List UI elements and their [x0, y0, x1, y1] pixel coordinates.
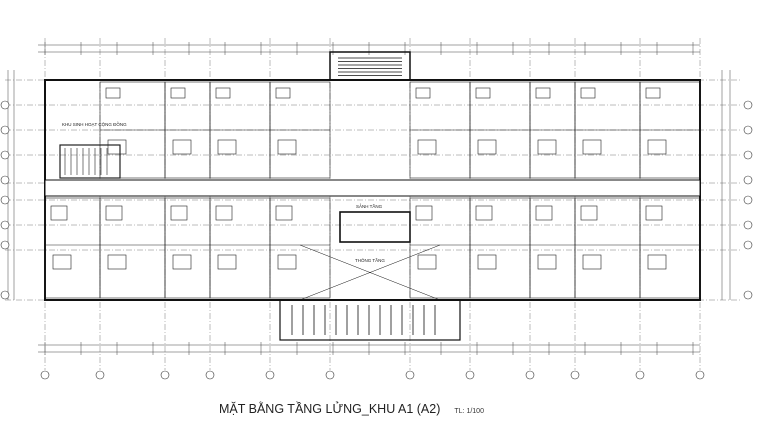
grid-bubble	[635, 370, 645, 380]
room-bottom	[44, 197, 101, 299]
furniture	[475, 87, 491, 99]
corridor	[44, 179, 701, 197]
grid-bubble	[465, 370, 475, 380]
furniture	[277, 254, 297, 270]
grid-bubble	[0, 100, 10, 110]
room-bottom	[209, 197, 271, 299]
label-void: THÔNG TẦNG	[355, 257, 385, 263]
furniture	[535, 205, 553, 221]
grid-bubble	[0, 125, 10, 135]
furniture	[535, 87, 551, 99]
drawing-caption: MẶT BẰNG TẦNG LỬNG_KHU A1 (A2) TL: 1/100	[219, 402, 484, 416]
grid-bubble	[40, 370, 50, 380]
furniture	[582, 139, 602, 155]
room-bottom	[574, 197, 641, 299]
furniture	[537, 139, 557, 155]
grid-bubble	[0, 175, 10, 185]
walls	[44, 51, 701, 341]
furniture	[645, 205, 663, 221]
furniture	[275, 87, 291, 99]
grid-bubble	[695, 370, 705, 380]
furniture	[417, 139, 437, 155]
furniture	[477, 139, 497, 155]
grid-bubbles	[0, 100, 753, 380]
grid-bubble	[570, 370, 580, 380]
furniture	[275, 205, 293, 221]
furniture	[172, 139, 192, 155]
label-floor-lobby: SẢNH TẦNG	[356, 203, 383, 209]
furniture	[52, 254, 72, 270]
top-stair-projection	[329, 51, 411, 81]
furniture	[475, 205, 493, 221]
label-community-area: KHU SINH HOẠT CỘNG ĐỒNG	[62, 121, 127, 127]
furniture	[215, 87, 231, 99]
furniture	[170, 87, 186, 99]
room-bottom	[269, 197, 331, 299]
furniture	[537, 254, 557, 270]
bottom-entrance-projection	[279, 299, 461, 341]
room-bottom	[529, 197, 576, 299]
dimension-lines	[7, 42, 731, 355]
community-stair	[59, 144, 121, 179]
grid-bubble	[743, 125, 753, 135]
furniture	[105, 87, 121, 99]
drawing-scale: TL: 1/100	[454, 408, 484, 415]
furniture	[215, 205, 233, 221]
furniture	[105, 205, 123, 221]
grid-bubble	[205, 370, 215, 380]
grid-bubble	[743, 175, 753, 185]
furniture	[172, 254, 192, 270]
room-bottom	[99, 197, 166, 299]
grid-bubble	[743, 220, 753, 230]
grid-bubble	[405, 370, 415, 380]
furniture	[277, 139, 297, 155]
grid-bubble	[95, 370, 105, 380]
furniture	[217, 139, 237, 155]
furniture	[647, 254, 667, 270]
furniture	[217, 254, 237, 270]
furniture	[582, 254, 602, 270]
grid-bubble	[160, 370, 170, 380]
grid-bubble	[0, 150, 10, 160]
grid-bubble	[743, 100, 753, 110]
grid-bubble	[743, 290, 753, 300]
furniture	[580, 87, 596, 99]
furniture	[107, 139, 127, 155]
furniture	[580, 205, 598, 221]
furniture	[417, 254, 437, 270]
core-elevator-stair	[339, 211, 411, 243]
furniture	[647, 139, 667, 155]
room-bottom	[469, 197, 531, 299]
furniture	[50, 205, 68, 221]
grid-bubble	[265, 370, 275, 380]
furniture	[170, 205, 188, 221]
grid-bubble	[0, 290, 10, 300]
grid-bubble	[325, 370, 335, 380]
furniture	[477, 254, 497, 270]
grid-bubble	[743, 195, 753, 205]
room-bottom	[639, 197, 701, 299]
grid-bubble	[0, 220, 10, 230]
grid-bubble	[743, 150, 753, 160]
void-cross	[299, 244, 441, 301]
grid-bubble	[525, 370, 535, 380]
grid-bubble	[0, 240, 10, 250]
furniture	[645, 87, 661, 99]
drawing-title: MẶT BẰNG TẦNG LỬNG_KHU A1 (A2)	[219, 402, 441, 416]
grid-bubble	[743, 240, 753, 250]
room-bottom	[409, 197, 471, 299]
furniture	[107, 254, 127, 270]
room-bottom	[164, 197, 211, 299]
grid-bubble	[0, 195, 10, 205]
apartment-units	[44, 81, 701, 299]
furniture	[415, 87, 431, 99]
furniture	[415, 205, 433, 221]
